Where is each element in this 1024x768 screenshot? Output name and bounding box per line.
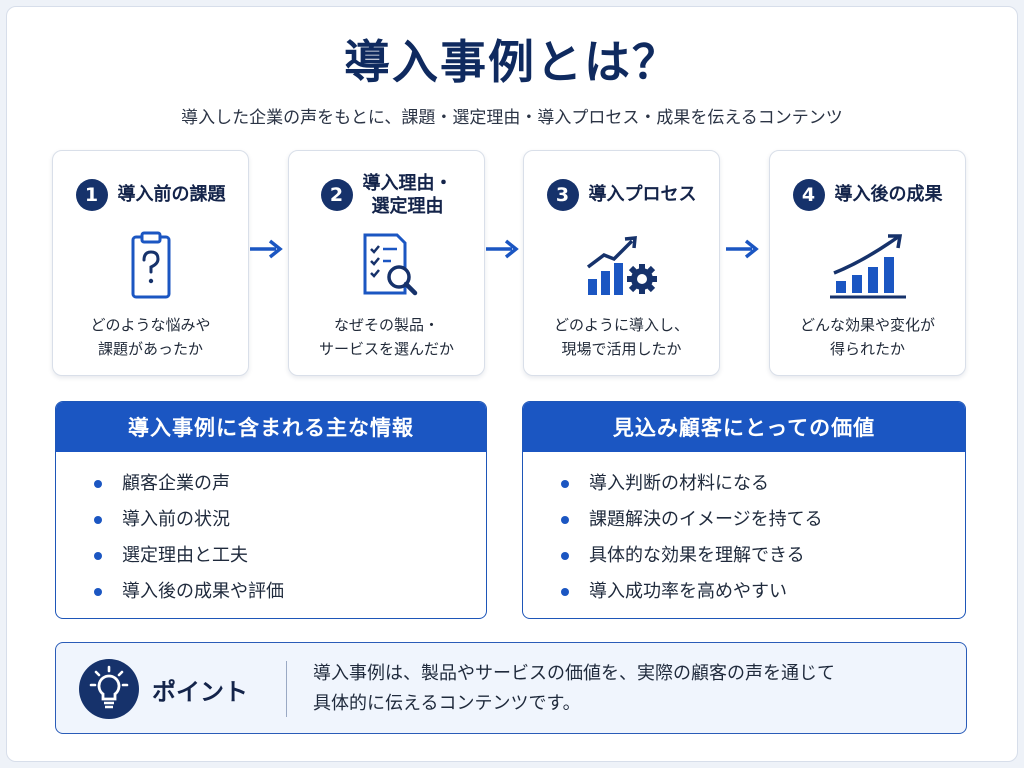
list-item: 課題解決のイメージを持てる [561,502,965,538]
arrow-right-icon [250,239,283,259]
step-number-2: 2 [320,179,353,211]
list-item: 導入判断の材料になる [561,466,965,502]
panel-title-right: 見込み顧客にとっての価値 [523,402,965,452]
bullet-dot [561,588,569,596]
list-item: 導入後の成果や評価 [94,574,486,610]
bullet-dot [94,480,102,488]
info-panel-left: 導入事例に含まれる主な情報 顧客企業の声 導入前の状況 選定理由と工夫 導入後の… [55,401,487,619]
page-title: 導入事例とは？ [344,35,680,89]
bullet-dot [561,516,569,524]
clipboard-question-icon [131,231,171,299]
bullet-dot [561,480,569,488]
step-desc-4: どんな効果や変化が 得られたか [799,316,935,358]
point-box: ポイント 導入事例は、製品やサービスの価値を、実際の顧客の声を通じて 具体的に伝… [55,642,967,734]
bullet-dot [94,552,102,560]
step-title-4: 導入後の成果 [834,184,943,206]
step-card-2: 2 導入理由・ 選定理由 なぜその製品・ サービスを選んだか [288,150,485,376]
lightbulb-icon [89,665,129,709]
point-label: ポイント [152,678,248,706]
checklist-search-icon [363,233,418,296]
step-number-1: 1 [75,179,108,211]
info-panel-right: 見込み顧客にとっての価値 導入判断の材料になる 課題解決のイメージを持てる 具体… [522,401,966,619]
chart-gear-icon [586,236,657,295]
arrow-right-icon [486,239,519,259]
list-item: 具体的な効果を理解できる [561,538,965,574]
step-title-3: 導入プロセス [588,184,697,206]
bullet-dot [94,516,102,524]
step-card-4: 4 導入後の成果 どんな効果や変化が 得られたか [769,150,966,376]
panel-list-right: 導入判断の材料になる 課題解決のイメージを持てる 具体的な効果を理解できる 導入… [523,452,965,610]
list-item: 導入前の状況 [94,502,486,538]
step-number-3: 3 [546,179,579,211]
step-desc-2: なぜその製品・ サービスを選んだか [318,316,454,358]
bulb-circle [79,659,139,719]
page-frame [6,6,1018,762]
step-card-1: 1 導入前の課題 どのような悩みや 課題があったか [52,150,249,376]
panel-list-left: 顧客企業の声 導入前の状況 選定理由と工夫 導入後の成果や評価 [56,452,486,610]
step-title-1: 導入前の課題 [117,184,226,206]
arrow-right-icon [726,239,759,259]
list-item: 顧客企業の声 [94,466,486,502]
point-text: 導入事例は、製品やサービスの価値を、実際の顧客の声を通じて 具体的に伝えるコンテ… [313,663,835,714]
page-subtitle: 導入した企業の声をもとに、課題・選定理由・導入プロセス・成果を伝えるコンテンツ [181,108,843,128]
step-card-3: 3 導入プロセス どのように導入し、 現場で活用したか [523,150,720,376]
growth-chart-icon [830,234,906,299]
step-title-2: 導入理由・ 選定理由 [362,172,453,217]
panel-title-left: 導入事例に含まれる主な情報 [56,402,486,452]
step-desc-3: どのように導入し、 現場で活用したか [553,316,689,358]
step-desc-1: どのような悩みや 課題があったか [90,316,211,358]
point-divider [286,661,287,717]
list-item: 導入成功率を高めやすい [561,574,965,610]
bullet-dot [561,552,569,560]
bullet-dot [94,588,102,596]
step-number-4: 4 [792,179,825,211]
list-item: 選定理由と工夫 [94,538,486,574]
